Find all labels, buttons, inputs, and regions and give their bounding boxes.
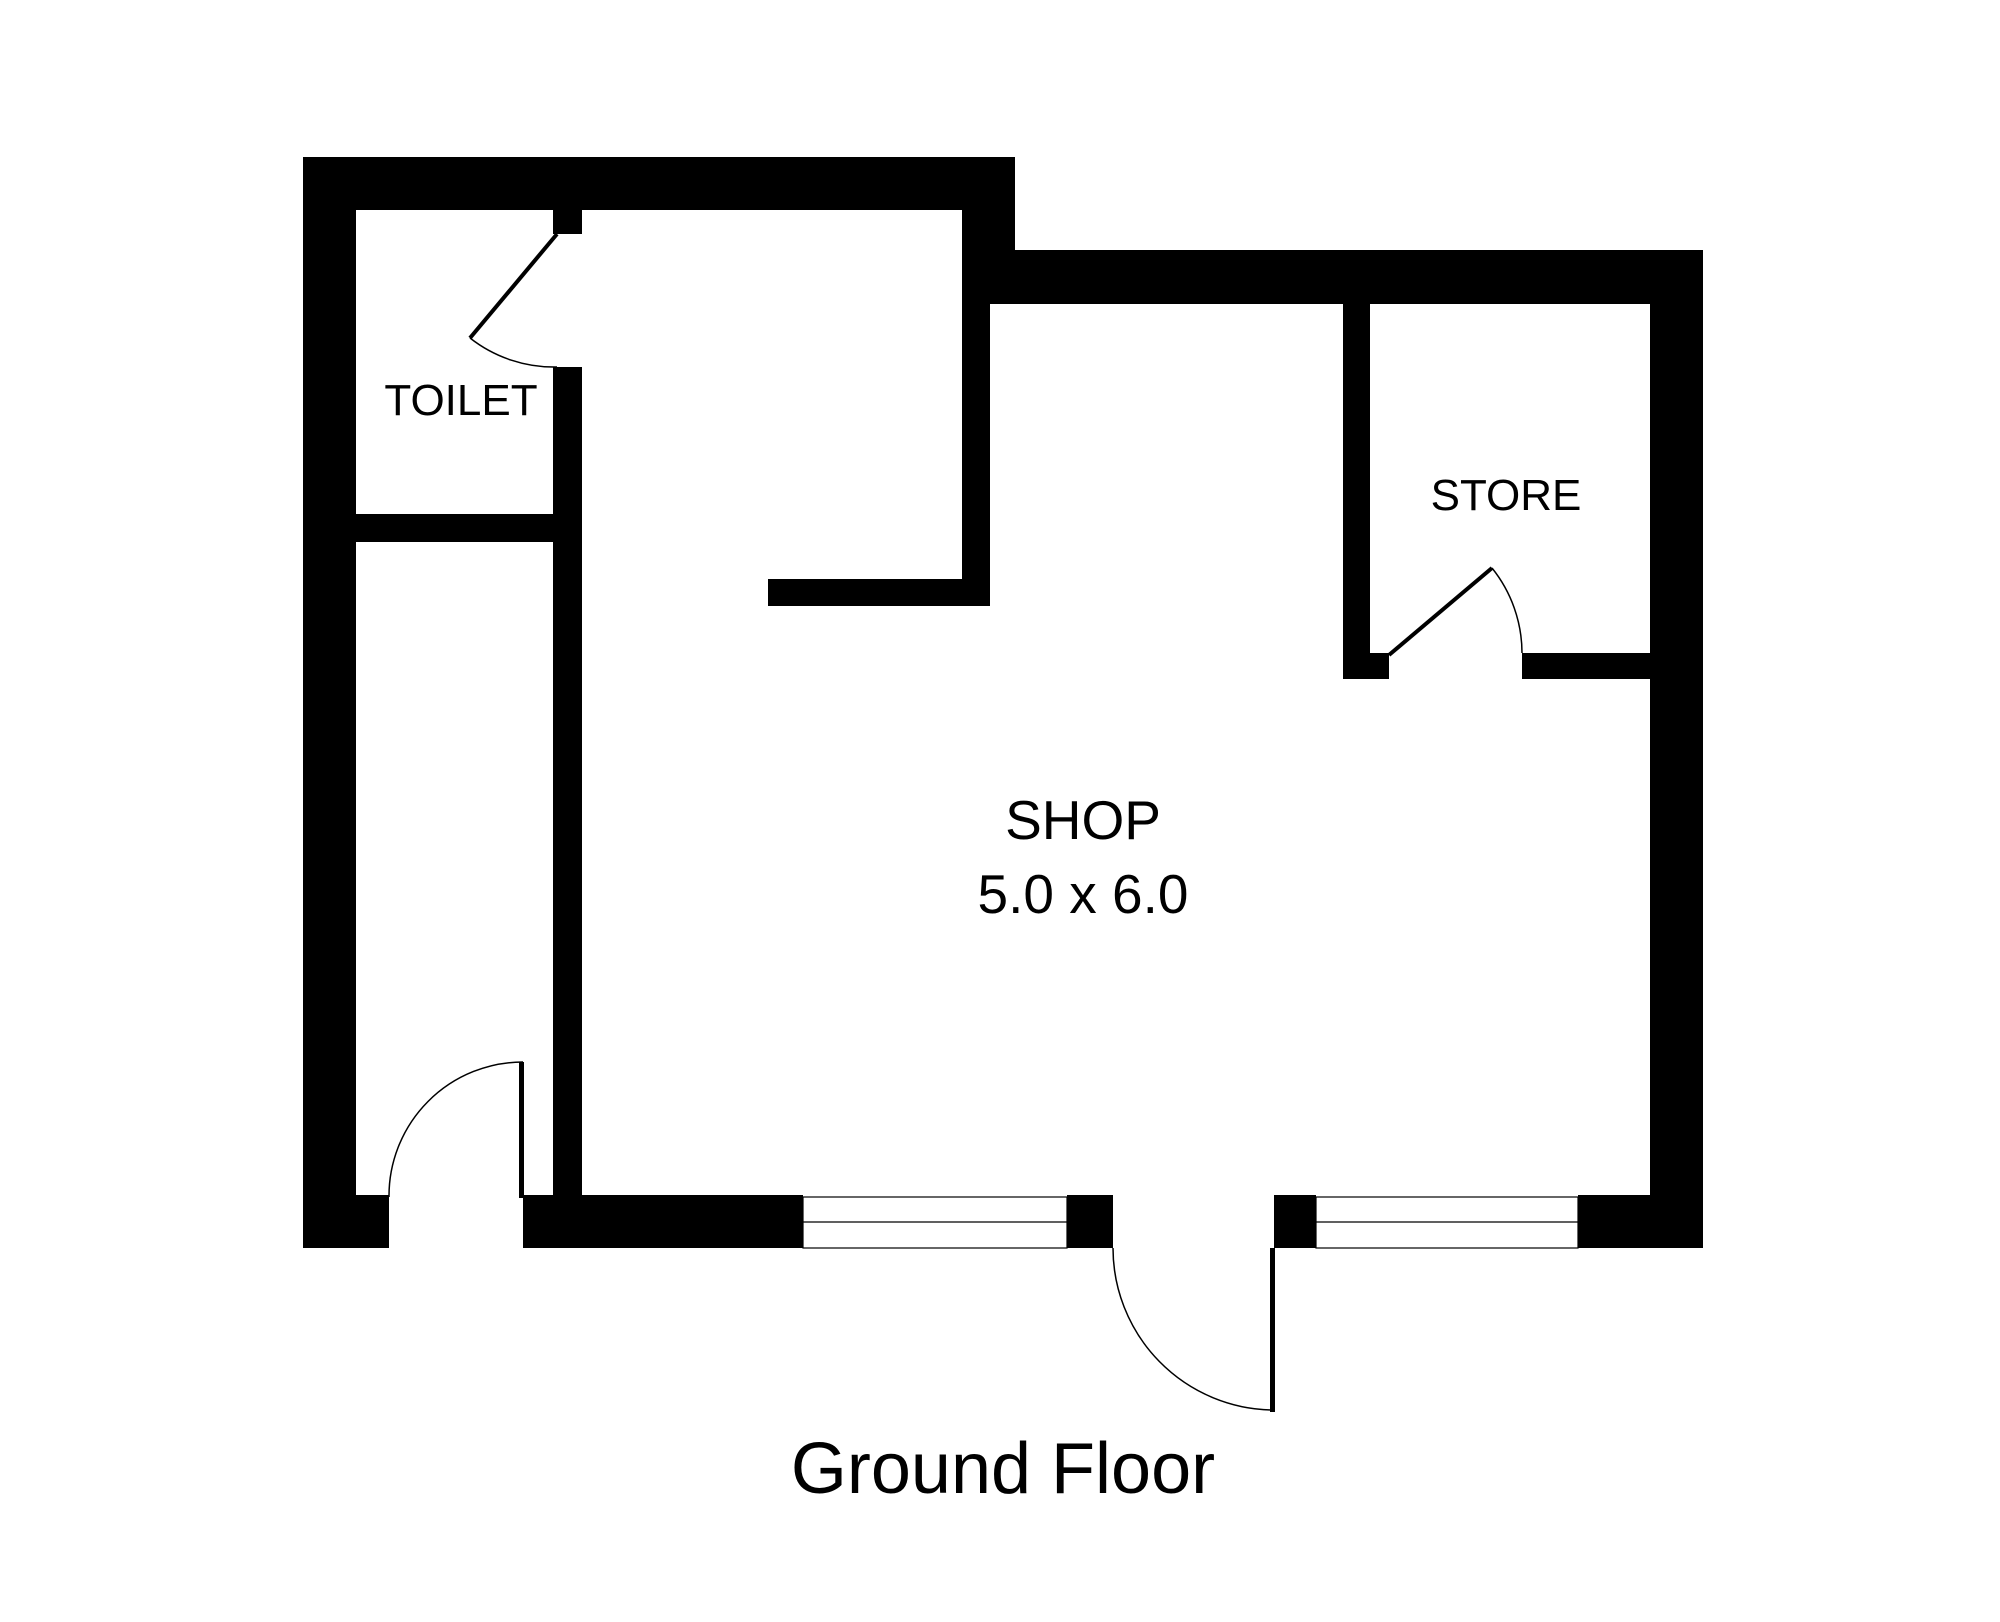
wall-store-bottom-left-stub — [1343, 653, 1389, 679]
windows — [802, 1196, 1579, 1249]
room-labels: TOILET STORE SHOP 5.0 x 6.0 Ground Floor — [384, 376, 1581, 1509]
wall-center-horizontal — [768, 579, 990, 606]
wall-bottom-left-stub — [303, 1195, 389, 1248]
room-label-shop: SHOP — [1005, 789, 1161, 851]
outer-walls — [303, 157, 1703, 1248]
wall-store-left — [1343, 302, 1370, 679]
wall-left-outer — [303, 157, 356, 1248]
wall-bottom-segment-2 — [1067, 1195, 1113, 1248]
door-toilet — [468, 232, 559, 368]
wall-top-right — [962, 250, 1703, 304]
wall-toilet-right-lower — [553, 367, 582, 517]
door-shop-entrance — [1112, 1247, 1275, 1412]
window-bottom-left — [802, 1196, 1068, 1249]
door-corridor-entrance — [388, 1061, 524, 1198]
wall-bottom-segment-3 — [1274, 1195, 1316, 1248]
room-label-store: STORE — [1431, 471, 1582, 520]
wall-top-left — [303, 157, 1015, 210]
wall-center-vertical-b — [962, 302, 990, 605]
door-store — [1387, 566, 1523, 657]
wall-right-outer — [1650, 250, 1703, 1248]
window-bottom-right — [1315, 1196, 1579, 1249]
doors — [388, 232, 1523, 1412]
wall-toilet-bottom — [356, 514, 557, 542]
wall-store-bottom-right — [1522, 653, 1652, 679]
wall-corridor-stub — [553, 1195, 582, 1248]
wall-toilet-right-upper — [553, 208, 582, 234]
wall-bottom-segment-4 — [1578, 1195, 1703, 1248]
interior-walls — [356, 208, 1652, 1248]
room-label-toilet: TOILET — [384, 376, 537, 425]
floor-title: Ground Floor — [791, 1429, 1215, 1509]
room-dimensions-shop: 5.0 x 6.0 — [978, 863, 1189, 925]
